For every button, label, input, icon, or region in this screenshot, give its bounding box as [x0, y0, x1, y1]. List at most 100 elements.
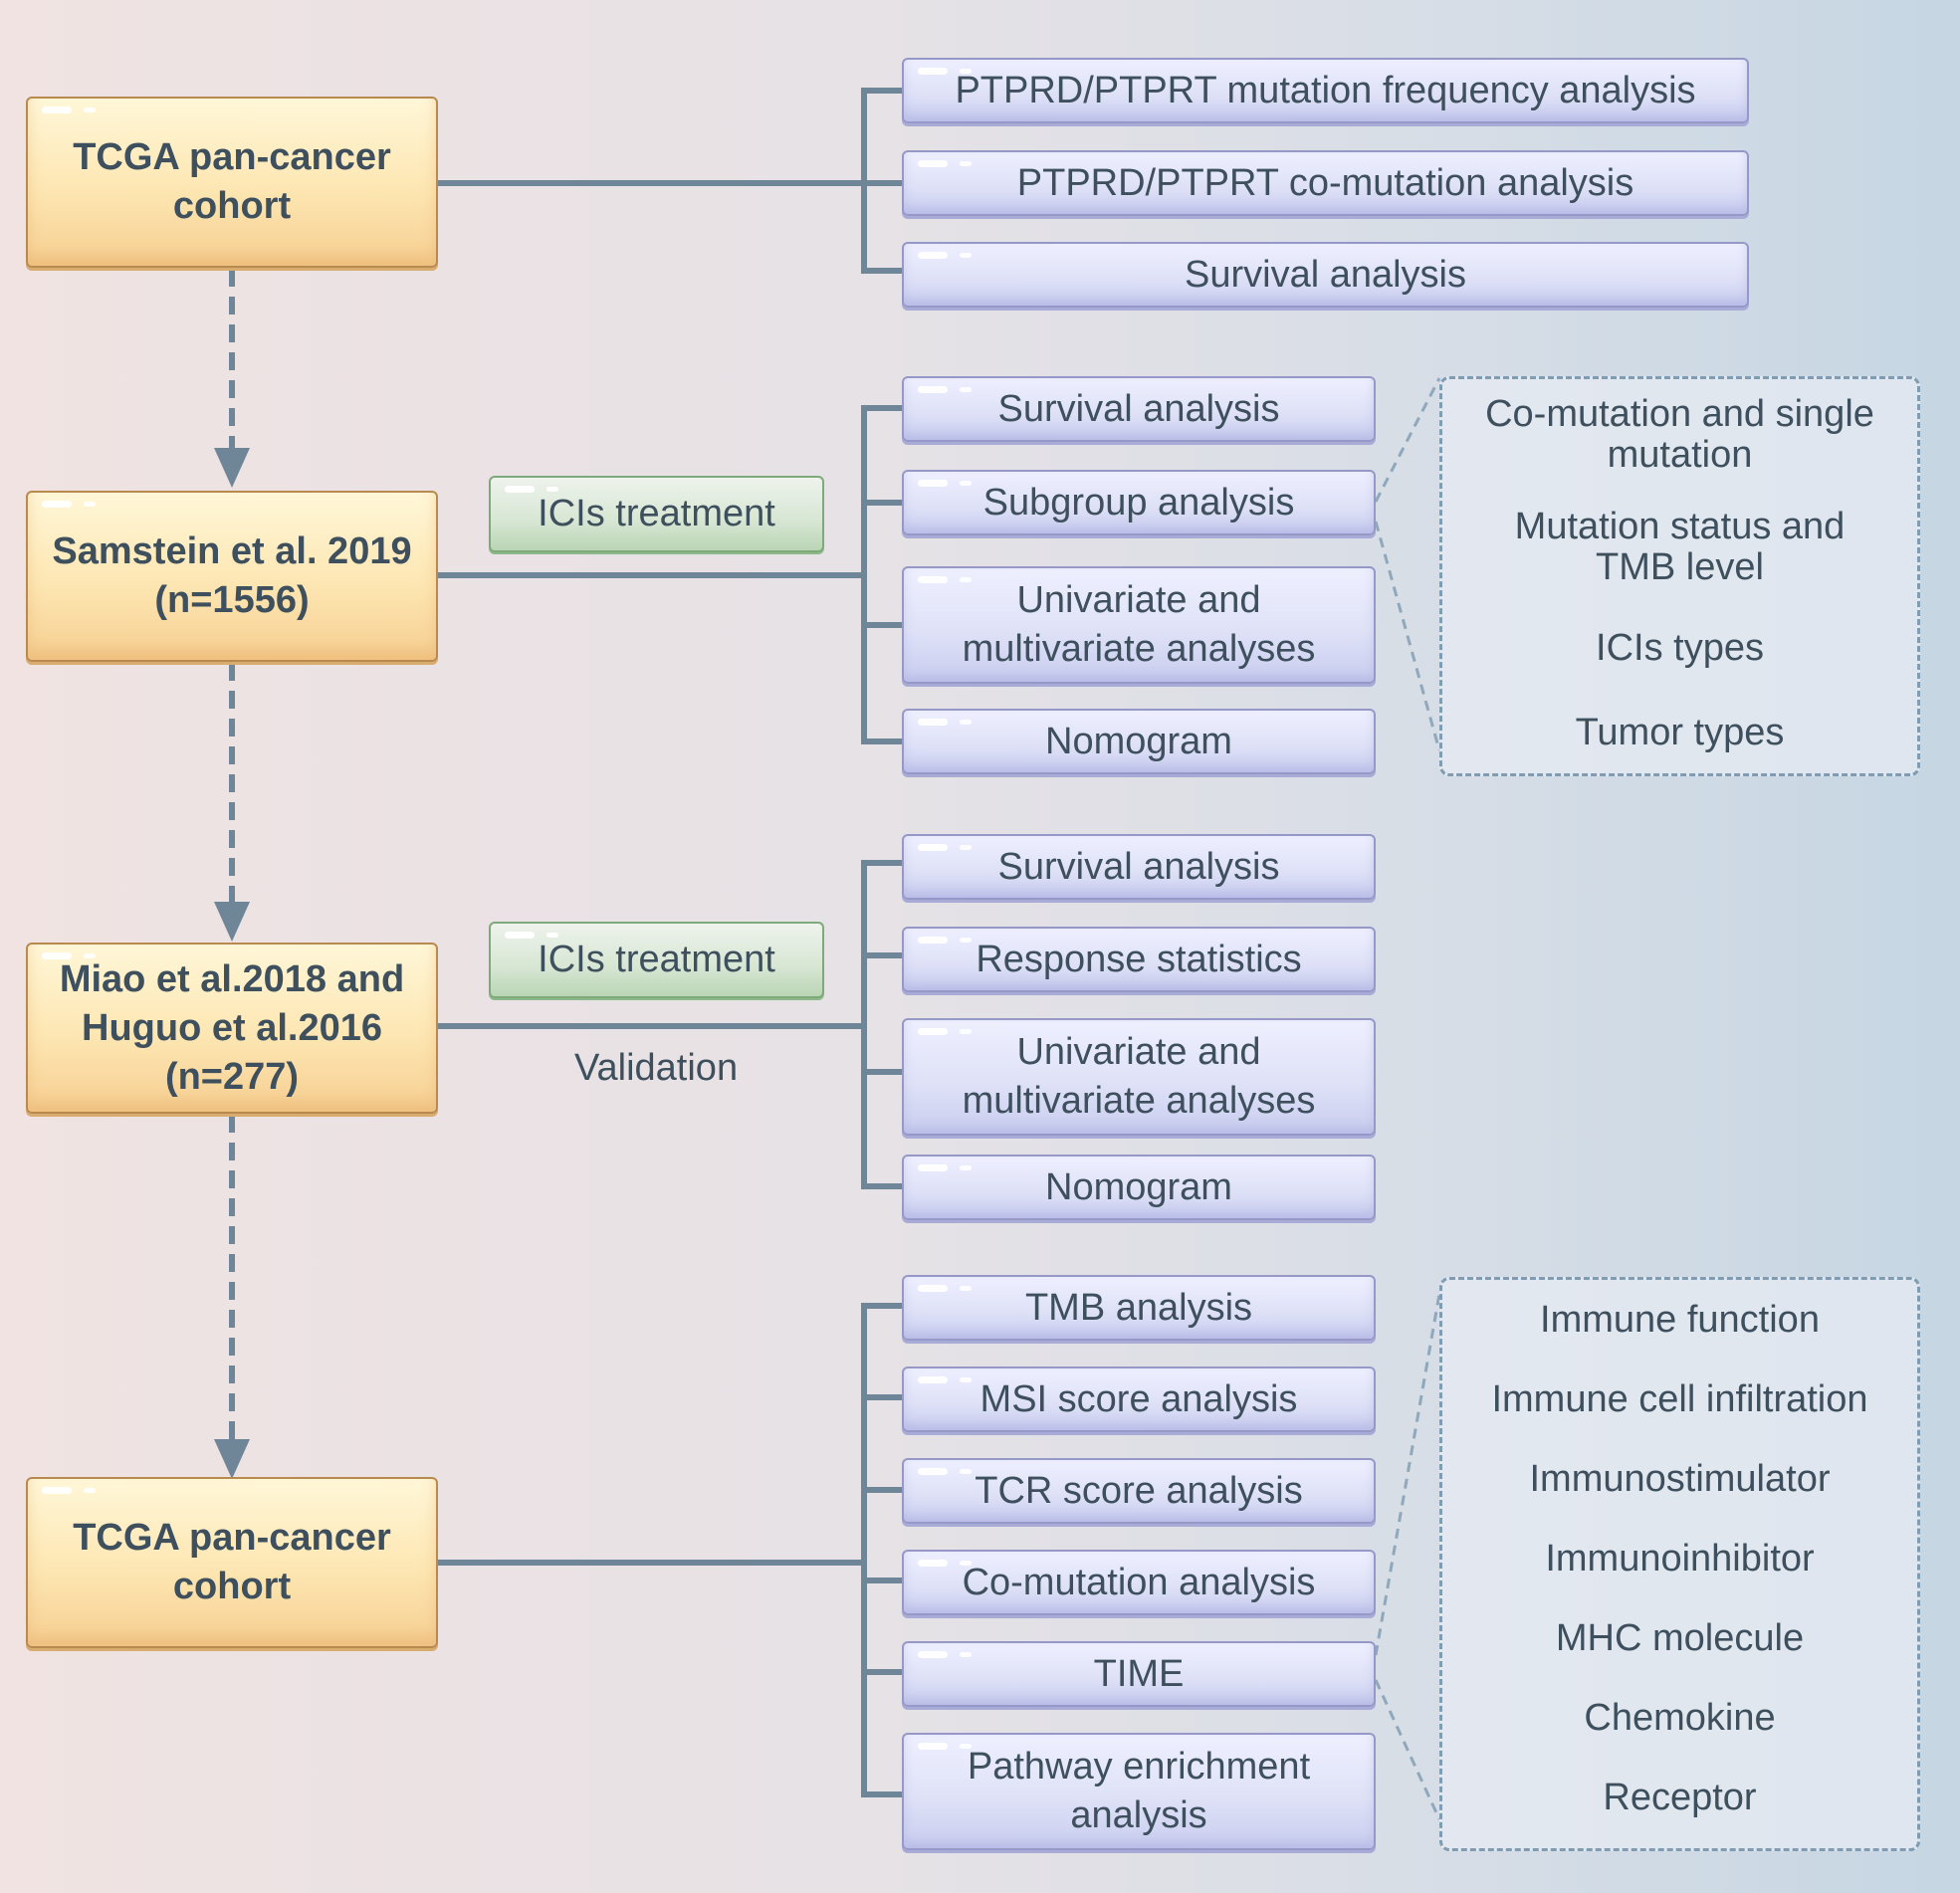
gloss-highlight	[918, 1376, 948, 1383]
analysis-box-time: TIME	[902, 1641, 1376, 1707]
analysis-label: PTPRD/PTPRT co-mutation analysis	[1016, 161, 1634, 204]
gloss-highlight	[918, 1743, 948, 1750]
gloss-highlight	[960, 1029, 972, 1034]
gloss-highlight	[918, 937, 948, 944]
detail-item: Co-mutation and single mutation	[1485, 393, 1874, 476]
gloss-highlight	[960, 1377, 972, 1382]
gloss-highlight	[960, 1561, 972, 1566]
analysis-box: Univariate and multivariate analyses	[902, 566, 1376, 684]
analysis-label: Subgroup analysis	[982, 481, 1295, 524]
detail-item: MHC molecule	[1555, 1617, 1805, 1659]
cohort-label: Samstein et al. 2019 (n=1556)	[52, 530, 412, 621]
detail-item: Tumor types	[1575, 712, 1785, 753]
analysis-box: Co-mutation analysis	[902, 1550, 1376, 1615]
cohort-label: Miao et al.2018 and Huguo et al.2016 (n=…	[59, 957, 405, 1098]
gloss-highlight	[546, 933, 558, 938]
analysis-label: MSI score analysis	[980, 1377, 1298, 1420]
cohort-label: TCGA pan-cancer cohort	[73, 136, 391, 227]
gloss-highlight	[918, 68, 948, 75]
gloss-highlight	[918, 844, 948, 851]
detail-item: Chemokine	[1584, 1697, 1776, 1739]
gloss-highlight	[960, 69, 972, 74]
gloss-highlight	[960, 1652, 972, 1657]
analysis-box: Nomogram	[902, 709, 1376, 774]
gloss-highlight	[960, 161, 972, 166]
ici-treatment-tag: ICIs treatment	[489, 476, 824, 552]
analysis-label: Survival analysis	[1185, 253, 1466, 296]
ici-treatment-label: ICIs treatment	[538, 493, 775, 534]
detail-item: Immune function	[1540, 1299, 1820, 1341]
gloss-highlight	[960, 938, 972, 943]
gloss-highlight	[918, 1468, 948, 1475]
detail-item: Immune cell infiltration	[1491, 1378, 1868, 1420]
ici-treatment-label: ICIs treatment	[538, 939, 775, 980]
analysis-box: PTPRD/PTPRT mutation frequency analysis	[902, 58, 1749, 123]
cohort-box-tcga-2: TCGA pan-cancer cohort	[26, 1477, 438, 1648]
gloss-highlight	[918, 1651, 948, 1658]
analysis-box: MSI score analysis	[902, 1367, 1376, 1432]
gloss-highlight	[960, 1286, 972, 1291]
gloss-highlight	[84, 502, 96, 507]
gloss-highlight	[918, 576, 948, 583]
detail-item: Immunostimulator	[1529, 1458, 1831, 1500]
gloss-highlight	[918, 1560, 948, 1567]
analysis-box: Response statistics	[902, 927, 1376, 992]
gloss-highlight	[918, 719, 948, 726]
analysis-box: Pathway enrichment analysis	[902, 1733, 1376, 1850]
gloss-highlight	[960, 577, 972, 582]
analysis-label: TCR score analysis	[975, 1469, 1303, 1512]
gloss-highlight	[546, 487, 558, 492]
gloss-highlight	[42, 106, 72, 113]
gloss-highlight	[960, 481, 972, 486]
validation-label: Validation	[574, 1047, 739, 1089]
analysis-box: TMB analysis	[902, 1275, 1376, 1341]
gloss-highlight	[918, 1164, 948, 1171]
detail-item: Immunoinhibitor	[1545, 1538, 1815, 1579]
analysis-label: Nomogram	[1045, 720, 1232, 762]
analysis-box: Nomogram	[902, 1155, 1376, 1220]
gloss-highlight	[960, 1165, 972, 1170]
analysis-label: Survival analysis	[997, 845, 1280, 888]
detail-item: Mutation status and TMB level	[1514, 506, 1846, 588]
gloss-highlight	[918, 1028, 948, 1035]
gloss-highlight	[960, 1744, 972, 1749]
analysis-label: Nomogram	[1045, 1165, 1232, 1208]
detail-item: ICIs types	[1596, 627, 1764, 669]
gloss-highlight	[960, 387, 972, 392]
subgroup-detail-panel: Co-mutation and single mutation Mutation…	[1439, 376, 1920, 776]
gloss-highlight	[960, 845, 972, 850]
analysis-label: PTPRD/PTPRT mutation frequency analysis	[955, 69, 1696, 111]
analysis-label: Response statistics	[976, 938, 1302, 980]
gloss-highlight	[505, 486, 535, 493]
gloss-highlight	[918, 386, 948, 393]
cohort-box-miao-huguo: Miao et al.2018 and Huguo et al.2016 (n=…	[26, 943, 438, 1114]
detail-item: Receptor	[1603, 1777, 1757, 1818]
analysis-label: Pathway enrichment analysis	[967, 1746, 1311, 1836]
gloss-highlight	[84, 953, 96, 958]
gloss-highlight	[960, 720, 972, 725]
cohort-box-samstein: Samstein et al. 2019 (n=1556)	[26, 491, 438, 662]
gloss-highlight	[505, 932, 535, 939]
analysis-box: PTPRD/PTPRT co-mutation analysis	[902, 150, 1749, 216]
analysis-label: Survival analysis	[997, 387, 1280, 430]
cohort-box-tcga-1: TCGA pan-cancer cohort	[26, 97, 438, 268]
gloss-highlight	[42, 952, 72, 959]
time-detail-panel: Immune function Immune cell infiltration…	[1439, 1277, 1920, 1851]
gloss-highlight	[42, 501, 72, 508]
gloss-highlight	[960, 253, 972, 258]
cohort-label: TCGA pan-cancer cohort	[73, 1517, 391, 1607]
gloss-highlight	[918, 160, 948, 167]
ici-treatment-tag: ICIs treatment	[489, 922, 824, 998]
analysis-box: Univariate and multivariate analyses	[902, 1018, 1376, 1136]
analysis-box: Subgroup analysis	[902, 470, 1376, 535]
analysis-label: Univariate and multivariate analyses	[962, 579, 1316, 670]
analysis-box: TCR score analysis	[902, 1458, 1376, 1524]
gloss-highlight	[918, 1285, 948, 1292]
gloss-highlight	[918, 252, 948, 259]
analysis-box: Survival analysis	[902, 834, 1376, 900]
gloss-highlight	[42, 1487, 72, 1494]
analysis-label: TIME	[1093, 1652, 1185, 1695]
gloss-highlight	[960, 1469, 972, 1474]
